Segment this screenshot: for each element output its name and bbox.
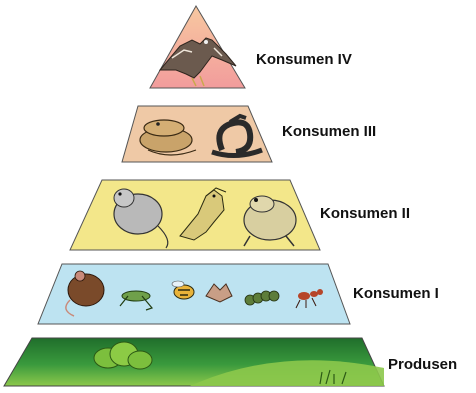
- label-konsumen-iv: Konsumen IV: [256, 51, 352, 68]
- label-produsen: Produsen: [388, 356, 457, 373]
- label-konsumen-ii: Konsumen II: [320, 205, 410, 222]
- level-konsumen-iv: [150, 6, 245, 88]
- level-konsumen-ii: [70, 180, 320, 250]
- label-konsumen-iii: Konsumen III: [282, 123, 376, 140]
- level-konsumen-iii: [122, 106, 272, 162]
- level-produsen: [4, 338, 384, 386]
- level-konsumen-i: [38, 264, 350, 324]
- label-konsumen-i: Konsumen I: [353, 285, 439, 302]
